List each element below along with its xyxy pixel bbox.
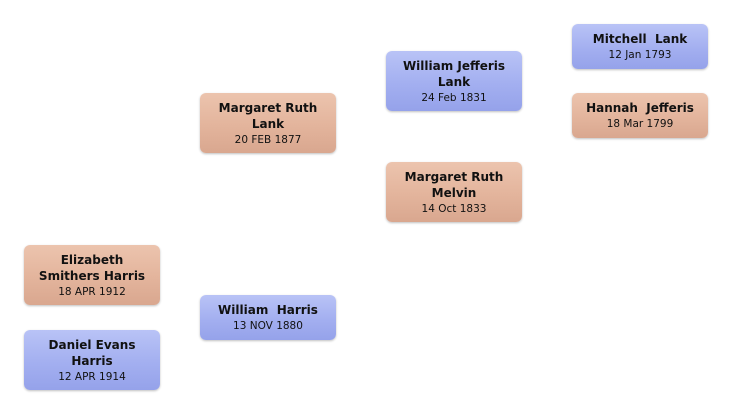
person-card-elizabeth-smithers-harris[interactable]: Elizabeth Smithers Harris 18 APR 1912 [24, 245, 160, 305]
person-card-margaret-ruth-melvin[interactable]: Margaret Ruth Melvin 14 Oct 1833 [386, 162, 522, 222]
person-birth-date: 14 Oct 1833 [421, 202, 487, 215]
person-name: William Jefferis Lank [402, 58, 510, 89]
person-name: Mitchell Lank [592, 32, 688, 46]
person-card-hannah-jefferis[interactable]: Hannah Jefferis 18 Mar 1799 [572, 93, 708, 138]
person-birth-date: 24 Feb 1831 [421, 91, 487, 104]
person-name: Margaret Ruth Lank [218, 100, 322, 131]
person-birth-date: 18 APR 1912 [58, 285, 126, 298]
person-card-mitchell-lank[interactable]: Mitchell Lank 12 Jan 1793 [572, 24, 708, 69]
person-name: Margaret Ruth Melvin [404, 169, 508, 200]
person-card-daniel-evans-harris[interactable]: Daniel Evans Harris 12 APR 1914 [24, 330, 160, 390]
person-birth-date: 20 FEB 1877 [234, 133, 302, 146]
person-name: Hannah Jefferis [586, 101, 694, 115]
person-card-margaret-ruth-lank[interactable]: Margaret Ruth Lank 20 FEB 1877 [200, 93, 336, 153]
person-name: Elizabeth Smithers Harris [38, 252, 146, 283]
person-card-william-jefferis-lank[interactable]: William Jefferis Lank 24 Feb 1831 [386, 51, 522, 111]
person-name: Daniel Evans Harris [48, 337, 140, 368]
person-birth-date: 13 NOV 1880 [233, 320, 303, 332]
person-name: William Harris [218, 303, 318, 317]
person-birth-date: 12 APR 1914 [58, 370, 126, 383]
person-birth-date: 18 Mar 1799 [606, 118, 674, 130]
person-birth-date: 12 Jan 1793 [608, 49, 672, 61]
person-card-william-harris[interactable]: William Harris 13 NOV 1880 [200, 295, 336, 340]
